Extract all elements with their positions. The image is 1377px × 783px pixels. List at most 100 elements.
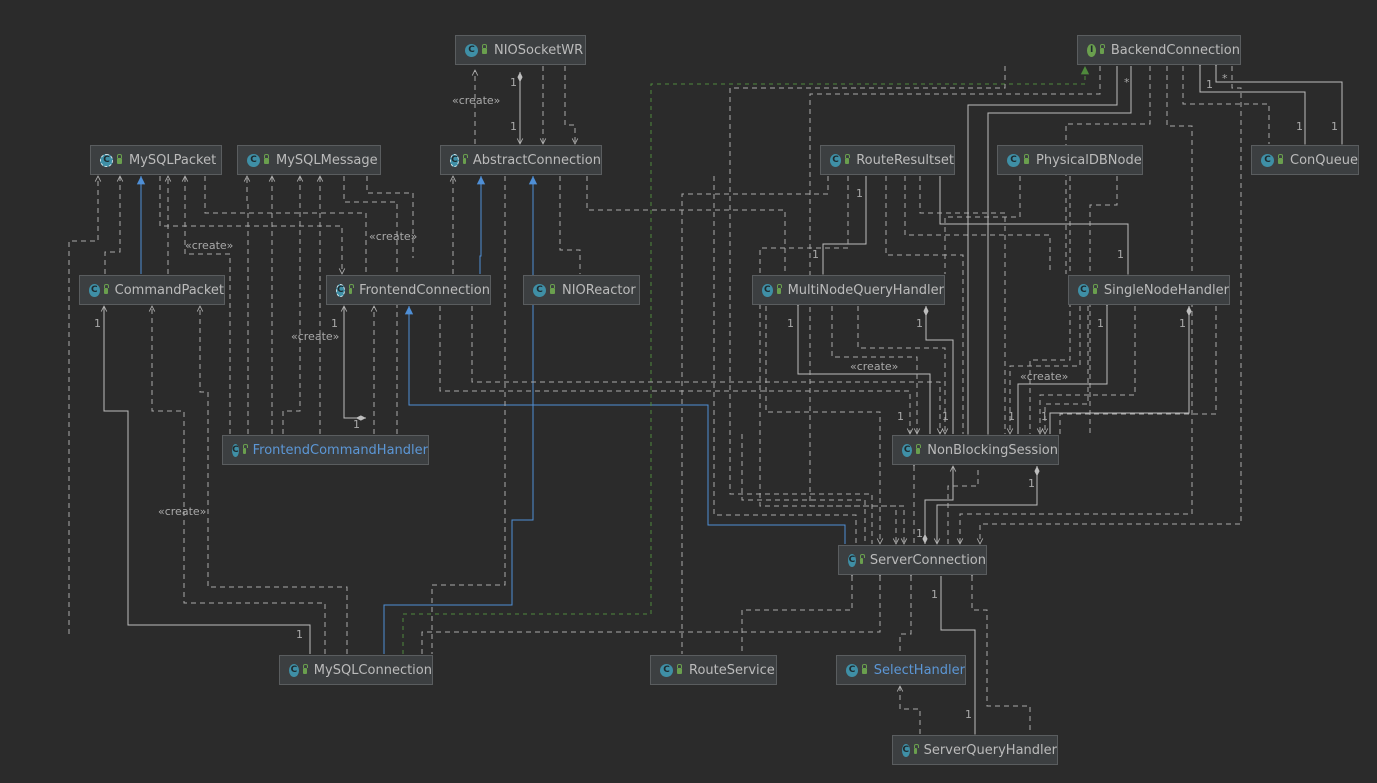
lock-icon [550,284,555,294]
edge [904,176,1051,274]
edge [282,176,300,434]
edge [972,576,1031,734]
edge [765,306,880,544]
stereotype-label: «create» [185,239,234,252]
node-server-connection[interactable]: C ServerConnection [838,545,987,575]
node-label: NIOSocketWR [494,42,584,58]
class-badge-icon: C [902,743,910,757]
edge [1045,306,1089,434]
edge [1010,306,1081,434]
edge [947,466,979,544]
class-badge-icon: C [465,43,478,57]
node-route-service[interactable]: C RouteService [650,655,777,685]
multiplicity-label: 1 [1296,120,1303,133]
node-label: ConQueue [1290,152,1358,168]
edge [404,306,846,544]
edge [681,176,829,654]
node-nio-socket-wr[interactable]: C NIOSocketWR [455,35,586,65]
edge [1049,306,1192,434]
edge [831,306,917,434]
node-select-handler[interactable]: C SelectHandler [836,655,966,685]
edge [857,306,945,434]
lock-icon [862,664,867,674]
lock-icon [677,664,682,674]
edge [402,66,1090,654]
lock-icon [859,554,865,564]
abstract-class-badge-icon: C [336,283,345,297]
edge [809,66,1101,544]
node-label: ServerConnection [869,552,986,568]
edge [1040,306,1136,434]
lock-icon [844,154,851,164]
edge [899,576,911,654]
edge [383,176,538,654]
edge [820,176,867,285]
multiplicity-label: 1 [94,317,101,330]
multiplicity-label: 1 [331,317,338,330]
stereotype-label: «create» [291,330,340,343]
edge [729,66,1006,544]
edge [471,306,940,434]
class-badge-icon: C [848,553,856,567]
class-badge-icon: C [232,443,239,457]
multiplicity-label: 1 [1097,317,1104,330]
class-badge-icon: C [846,663,859,677]
edge [344,306,366,418]
class-badge-icon: C [660,663,673,677]
edge [586,176,786,274]
multiplicity-label: 1 [965,708,972,721]
node-label: SingleNodeHandler [1103,282,1229,298]
lock-icon [264,154,269,164]
edge [564,66,575,144]
edge [200,306,348,654]
node-label: SelectHandler [873,662,965,678]
stereotype-label: «create» [452,94,501,107]
stereotype-label: «create» [850,360,899,373]
edge [204,176,367,274]
multiplicity-label: 1 [353,418,360,431]
node-single-node-handler[interactable]: C SingleNodeHandler [1068,275,1230,305]
class-badge-icon: C [1078,283,1089,297]
edge [937,466,1037,544]
edge [960,66,1193,544]
edge [798,306,931,434]
multiplicity-label: 1 [1028,477,1035,490]
node-label: RouteService [689,662,775,678]
edge [343,176,398,434]
multiplicity-label: * [1222,72,1228,85]
lock-icon [117,154,122,164]
lock-icon [103,284,109,294]
edge [559,176,581,274]
multiplicity-label: 1 [942,410,949,423]
edge [1059,306,1217,434]
lock-icon [776,284,782,294]
edge [431,176,506,654]
node-label: MySQLMessage [276,152,378,168]
edge [476,176,486,274]
node-abstract-connection[interactable]: C AbstractConnection [440,145,602,175]
node-label: CommandPacket [114,282,224,298]
multiplicity-label: 1 [1206,78,1213,91]
lock-icon [242,444,248,454]
abstract-class-badge-icon: C [450,153,459,167]
edge [940,576,978,745]
edge [1029,176,1071,434]
edge [159,176,342,274]
node-label: AbstractConnection [472,152,601,168]
class-badge-icon: C [533,283,546,297]
